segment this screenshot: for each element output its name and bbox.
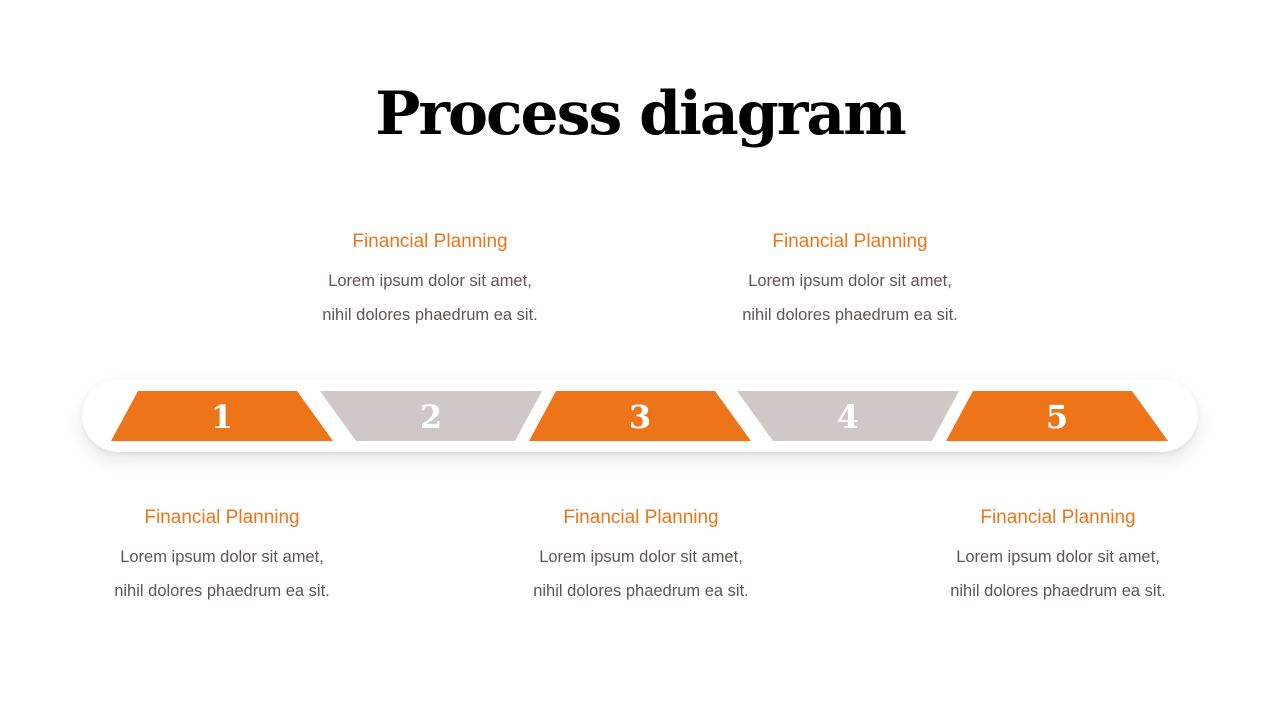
- step-heading: Financial Planning: [144, 507, 300, 528]
- step-number: 2: [419, 398, 443, 436]
- step-text-line-1: Lorem ipsum dolor sit amet,: [120, 548, 324, 566]
- step-5-description: Financial Planning Lorem ipsum dolor sit…: [908, 506, 1208, 608]
- step-number: 1: [210, 398, 234, 436]
- step-text-line-1: Lorem ipsum dolor sit amet,: [328, 272, 532, 290]
- step-number: 4: [836, 398, 860, 436]
- trapezoid-shape: [737, 391, 959, 441]
- step-heading: Financial Planning: [772, 231, 928, 252]
- step-1-description: Financial Planning Lorem ipsum dolor sit…: [72, 506, 372, 608]
- process-step-2: 2: [320, 391, 542, 441]
- page-title: Process diagram: [375, 79, 906, 149]
- step-number: 5: [1045, 398, 1069, 436]
- step-text-line-1: Lorem ipsum dolor sit amet,: [748, 272, 952, 290]
- step-text-line-1: Lorem ipsum dolor sit amet,: [956, 548, 1160, 566]
- process-step-3: 3: [529, 391, 751, 441]
- step-heading: Financial Planning: [563, 507, 719, 528]
- trapezoid-shape: [946, 391, 1168, 441]
- step-heading: Financial Planning: [352, 231, 508, 252]
- step-3-description: Financial Planning Lorem ipsum dolor sit…: [491, 506, 791, 608]
- process-step-5: 5: [946, 391, 1168, 441]
- step-text-line-2: nihil dolores phaedrum ea sit.: [322, 306, 538, 324]
- step-2-description: Financial Planning Lorem ipsum dolor sit…: [280, 230, 580, 332]
- step-text-line-2: nihil dolores phaedrum ea sit.: [950, 582, 1166, 600]
- process-step-4: 4: [737, 391, 959, 441]
- trapezoid-shape: [529, 391, 751, 441]
- step-4-description: Financial Planning Lorem ipsum dolor sit…: [700, 230, 1000, 332]
- step-number: 3: [628, 398, 652, 436]
- trapezoid-shape: [320, 391, 542, 441]
- step-text-line-1: Lorem ipsum dolor sit amet,: [539, 548, 743, 566]
- step-heading: Financial Planning: [980, 507, 1136, 528]
- trapezoid-shape: [111, 391, 333, 441]
- step-text-line-2: nihil dolores phaedrum ea sit.: [114, 582, 330, 600]
- process-step-1: 1: [111, 391, 333, 441]
- step-text-line-2: nihil dolores phaedrum ea sit.: [742, 306, 958, 324]
- step-text-line-2: nihil dolores phaedrum ea sit.: [533, 582, 749, 600]
